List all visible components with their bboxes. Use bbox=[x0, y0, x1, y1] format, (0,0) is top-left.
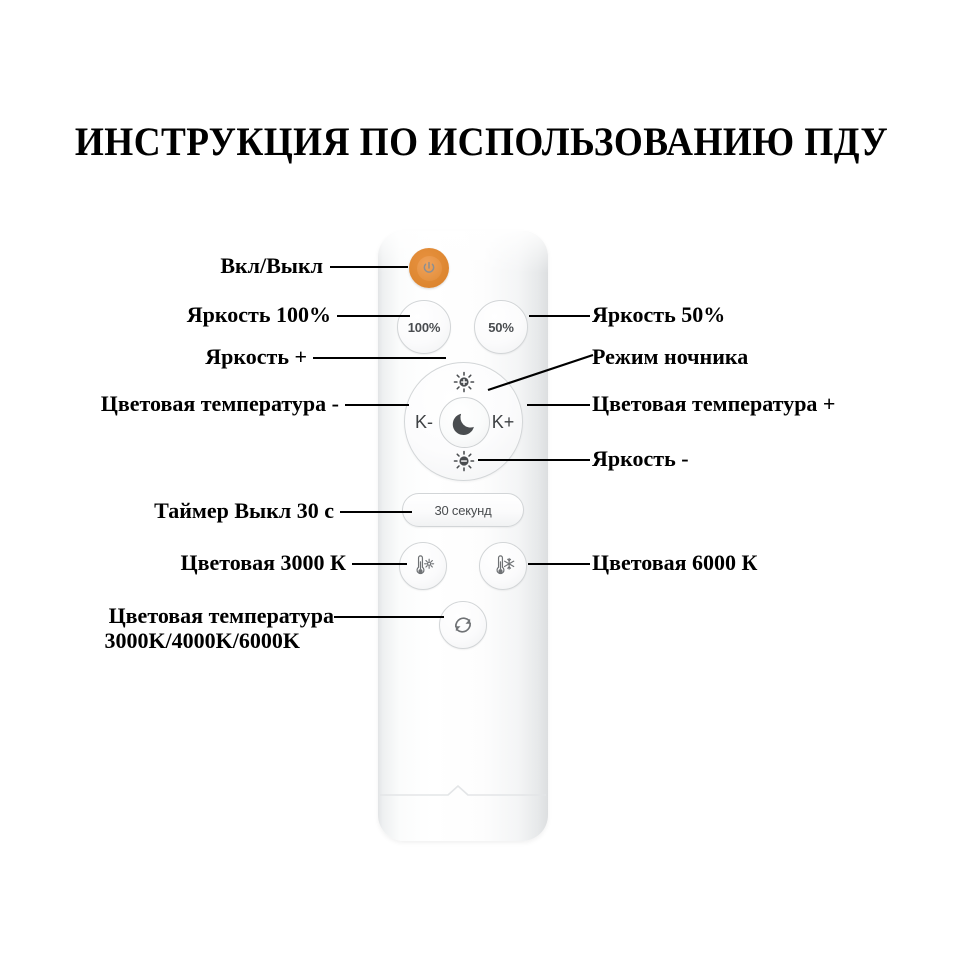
timer-label: 30 секунд bbox=[434, 502, 492, 518]
leader-line-kelvin-plus bbox=[527, 404, 590, 406]
brightness-50-button[interactable]: 50% bbox=[474, 300, 528, 354]
leader-line-night-mode bbox=[487, 353, 594, 392]
leader-line-cool-6000k bbox=[528, 563, 590, 565]
callout-cycle-line2: 3000K/4000K/6000K bbox=[104, 628, 300, 653]
kelvin-minus-label: K- bbox=[415, 411, 433, 432]
callout-warm-3000k: Цветовая 3000 К bbox=[180, 550, 346, 575]
callout-timer: Таймер Выкл 30 с bbox=[154, 498, 334, 523]
leader-line-power bbox=[330, 266, 408, 268]
kelvin-minus-button[interactable]: K- bbox=[409, 408, 439, 436]
leader-line-brightness-down bbox=[478, 459, 590, 461]
brightness-100-label: 100% bbox=[407, 319, 441, 335]
sun-plus-icon bbox=[453, 371, 475, 393]
page-title: ИНСТРУКЦИЯ ПО ИСПОЛЬЗОВАНИЮ ПДУ bbox=[74, 119, 889, 164]
refresh-cycle-icon bbox=[455, 617, 471, 633]
callout-cycle-line1: Цветовая температура bbox=[108, 603, 334, 628]
brightness-100-button[interactable]: 100% bbox=[397, 300, 451, 354]
color-temp-cycle-button[interactable] bbox=[439, 601, 487, 649]
leader-line-timer bbox=[340, 511, 412, 513]
callout-brightness-100: Яркость 100% bbox=[186, 302, 331, 327]
brightness-down-button[interactable] bbox=[448, 448, 480, 474]
callout-night-mode: Режим ночника bbox=[592, 344, 749, 369]
remote-control-body: 100% 50% bbox=[378, 231, 548, 841]
leader-line-warm-3000k bbox=[352, 563, 407, 565]
leader-line-brightness-100 bbox=[337, 315, 410, 317]
leader-line-cycle bbox=[334, 616, 444, 618]
callout-brightness-50: Яркость 50% bbox=[592, 302, 726, 327]
timer-30s-button[interactable]: 30 секунд bbox=[402, 493, 524, 527]
power-icon bbox=[423, 261, 435, 273]
callout-kelvin-minus: Цветовая температура - bbox=[100, 391, 339, 416]
night-mode-button[interactable] bbox=[439, 397, 490, 448]
callout-cool-6000k: Цветовая 6000 К bbox=[592, 550, 758, 575]
power-button[interactable] bbox=[409, 248, 449, 288]
thermometer-sun-icon bbox=[416, 555, 435, 575]
warm-3000k-button[interactable] bbox=[399, 542, 447, 590]
cool-6000k-button[interactable] bbox=[479, 542, 527, 590]
callout-kelvin-plus: Цветовая температура + bbox=[592, 391, 836, 416]
battery-cover-seam bbox=[380, 785, 546, 796]
moon-icon bbox=[452, 413, 474, 435]
power-button-inner bbox=[416, 255, 442, 281]
brightness-50-label: 50% bbox=[488, 319, 514, 335]
callout-brightness-down: Яркость - bbox=[592, 446, 689, 471]
leader-line-brightness-up bbox=[313, 357, 446, 359]
callout-power: Вкл/Выкл bbox=[220, 253, 323, 278]
kelvin-plus-button[interactable]: K+ bbox=[488, 408, 518, 436]
callout-brightness-up: Яркость + bbox=[205, 344, 307, 369]
brightness-up-button[interactable] bbox=[448, 369, 480, 395]
leader-line-kelvin-minus bbox=[345, 404, 409, 406]
kelvin-plus-label: K+ bbox=[491, 411, 515, 432]
leader-line-brightness-50 bbox=[529, 315, 590, 317]
thermometer-snowflake-icon bbox=[496, 555, 515, 575]
sun-minus-icon bbox=[453, 450, 475, 472]
